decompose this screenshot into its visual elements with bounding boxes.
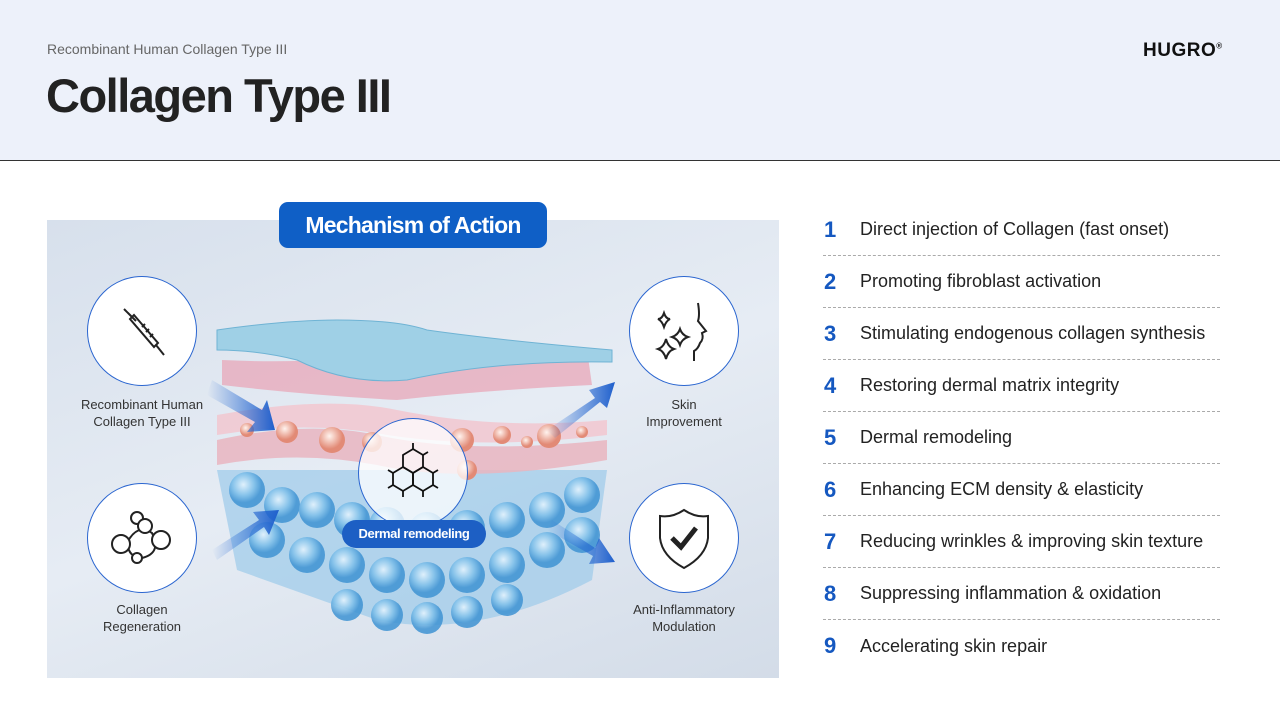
mechanism-of-action-badge: Mechanism of Action	[279, 202, 547, 248]
item-number: 6	[824, 476, 837, 502]
list-item: 5 Dermal remodeling	[823, 412, 1220, 464]
hexagon-molecule-icon	[387, 443, 439, 497]
list-item: 1 Direct injection of Collagen (fast onse…	[823, 204, 1220, 256]
brand-logo: HUGRO®	[1143, 40, 1223, 62]
item-text: Enhancing ECM density & elasticity	[860, 479, 1144, 499]
list-item: 4 Restoring dermal matrix integrity	[823, 360, 1220, 412]
item-number: 7	[824, 528, 837, 554]
item-text: Restoring dermal matrix integrity	[860, 375, 1120, 395]
mechanism-list: 1 Direct injection of Collagen (fast onse…	[823, 204, 1220, 672]
page-title: Collagen Type III	[46, 69, 392, 122]
anti-inflammatory-node	[629, 483, 739, 593]
logo-text: HUGRO	[1143, 40, 1217, 61]
dermal-remodeling-node	[358, 418, 468, 528]
item-text: Dermal remodeling	[860, 427, 1013, 447]
syringe-icon	[123, 308, 165, 356]
label-line: Regeneration	[102, 619, 182, 634]
label-line: Improvement	[646, 414, 722, 429]
item-text: Suppressing inflammation & oxidation	[860, 583, 1162, 603]
page-subtitle: Recombinant Human Collagen Type III	[47, 41, 288, 57]
header: Recombinant Human Collagen Type III Coll…	[0, 0, 1280, 161]
list-item: 6 Enhancing ECM density & elasticity	[823, 464, 1220, 516]
item-text: Reducing wrinkles & improving skin textu…	[860, 531, 1204, 551]
item-number: 5	[824, 424, 837, 450]
syringe-node	[87, 276, 197, 386]
label-line: Collagen Type III	[93, 414, 191, 429]
list-item: 2 Promoting fibroblast activation	[823, 256, 1220, 308]
list-item: 8 Suppressing inflammation & oxidation	[823, 568, 1220, 620]
label-line: Modulation	[652, 619, 716, 634]
item-number: 4	[824, 372, 837, 398]
skin-improvement-node	[629, 276, 739, 386]
item-number: 3	[824, 320, 837, 346]
label-line: Skin	[671, 397, 697, 412]
label-line: Collagen	[116, 602, 168, 617]
item-number: 1	[824, 216, 837, 242]
item-number: 2	[824, 268, 837, 294]
epidermis-layer	[216, 319, 613, 382]
label-line: Recombinant Human	[80, 397, 204, 412]
item-text: Promoting fibroblast activation	[860, 271, 1102, 291]
flow-arrows	[207, 380, 615, 564]
list-item: 3 Stimulating endogenous collagen synthes…	[823, 308, 1220, 360]
shield-check-icon	[659, 508, 709, 570]
molecule-icon	[111, 511, 171, 564]
face-sparkle-icon	[654, 302, 708, 361]
item-number: 9	[824, 633, 837, 658]
list-item: 7 Reducing wrinkles & improving skin text…	[823, 516, 1220, 568]
logo-registered-mark: ®	[1216, 41, 1223, 51]
item-number: 8	[824, 580, 837, 606]
item-text: Accelerating skin repair	[860, 635, 1048, 656]
item-text: Stimulating endogenous collagen synthesi…	[860, 323, 1206, 343]
molecule-node	[87, 483, 197, 593]
dermal-remodeling-label: Dermal remodeling	[342, 520, 486, 548]
list-item: 9 Accelerating skin repair	[823, 620, 1220, 672]
item-text: Direct injection of Collagen (fast onset…	[860, 219, 1170, 239]
label-line: Anti-Inflammatory	[633, 602, 735, 617]
